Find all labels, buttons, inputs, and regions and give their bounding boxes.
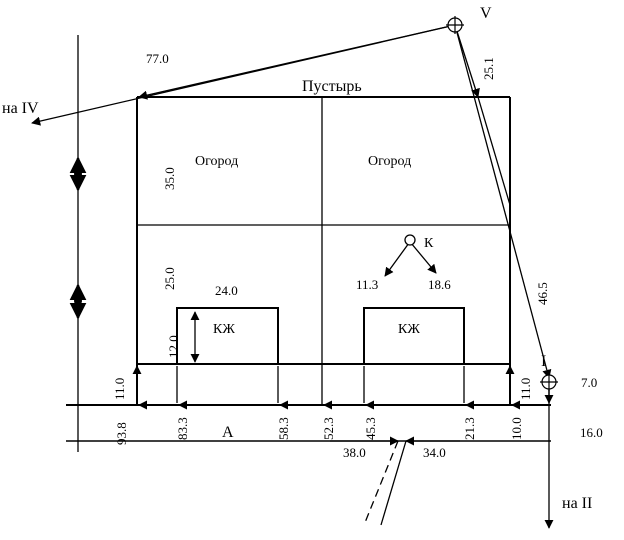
line-corner-to-i	[477, 96, 511, 206]
reference-dot	[74, 297, 82, 305]
dim-25: 25.0	[162, 267, 177, 290]
point-i-label: I	[541, 353, 546, 370]
to-ii-label: на II	[562, 495, 592, 512]
station-i-marker	[540, 373, 558, 391]
road-solid	[380, 440, 407, 526]
measure-v-to-top	[454, 24, 480, 98]
station-10: 10.0	[509, 417, 524, 440]
point-v-label: V	[480, 5, 492, 22]
station-v-marker	[446, 16, 464, 34]
station-45-3: 45.3	[363, 417, 378, 440]
station-93-8: 93.8	[114, 422, 129, 445]
house-left-outline	[176, 307, 279, 364]
dim-77: 77.0	[146, 51, 169, 66]
dim-46-5: 46.5	[535, 282, 550, 305]
reference-dot	[74, 170, 82, 178]
point-k-label: К	[424, 236, 434, 251]
road-dashed	[363, 440, 399, 526]
dim-34: 34.0	[423, 445, 446, 460]
measure-v-to-corner	[138, 24, 456, 100]
to-iv-label: на IV	[2, 100, 39, 117]
house-right-label: КЖ	[398, 322, 420, 337]
station-58-3: 58.3	[276, 417, 291, 440]
dim-16: 16.0	[580, 425, 603, 440]
house-right-outline	[363, 307, 465, 364]
dim-11-3: 11.3	[356, 277, 378, 292]
dim-24: 24.0	[215, 283, 238, 298]
garden-left-label: Огород	[195, 154, 238, 169]
station-52-3: 52.3	[321, 417, 336, 440]
wasteland-label: Пустырь	[302, 78, 362, 95]
well-arrow-left	[384, 242, 410, 277]
road-label: А	[222, 424, 234, 441]
garden-right-label: Огород	[368, 154, 411, 169]
dim-11-left: 11.0	[112, 378, 127, 400]
traverse-v-to-i	[454, 24, 552, 379]
dim-38: 38.0	[343, 445, 366, 460]
dim-11-right: 11.0	[518, 378, 533, 400]
dim-18-6: 18.6	[428, 277, 451, 292]
well-arrow-right	[410, 242, 437, 274]
station-83-3: 83.3	[175, 417, 190, 440]
dim-7: 7.0	[581, 375, 597, 390]
dim-25-1: 25.1	[481, 57, 496, 80]
dim-35: 35.0	[162, 167, 177, 190]
station-21-3: 21.3	[462, 417, 477, 440]
house-left-label: КЖ	[213, 322, 235, 337]
dim-12: 12.0	[166, 335, 181, 358]
well-k-marker	[404, 234, 416, 246]
